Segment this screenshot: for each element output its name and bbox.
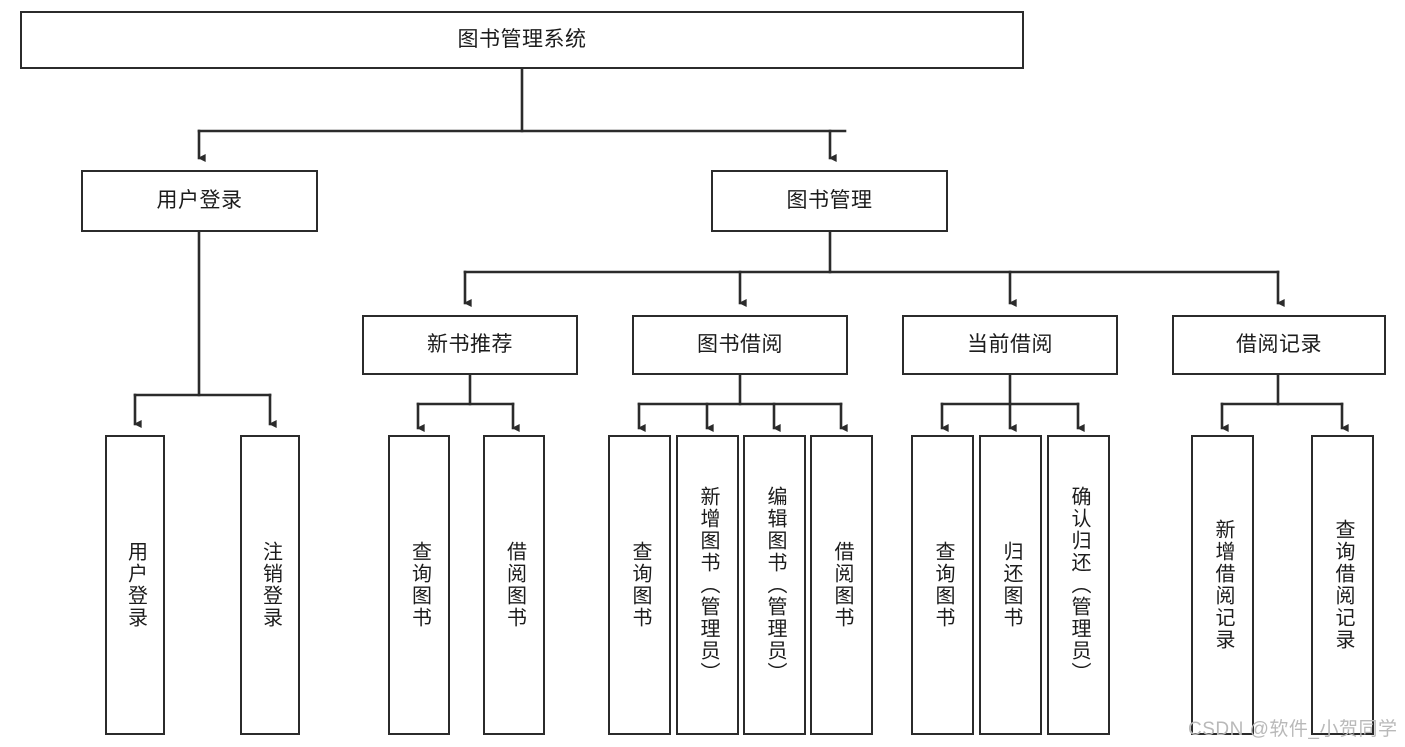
node-new-book-recommend[interactable]: 新书推荐 <box>362 315 578 375</box>
leaf-recommend-query-book[interactable]: 查询图书 <box>388 435 450 735</box>
node-label: 查询借阅记录 <box>1332 519 1354 651</box>
node-label: 查询图书 <box>932 541 954 629</box>
node-label: 借阅记录 <box>1236 332 1322 356</box>
node-label: 图书管理系统 <box>457 27 587 51</box>
node-label: 确认归还（管理员） <box>1068 486 1090 684</box>
node-label: 新增借阅记录 <box>1212 519 1234 651</box>
node-label: 借阅图书 <box>831 541 853 629</box>
node-label: 新增图书（管理员） <box>697 486 719 684</box>
leaf-borrow-edit-book-admin[interactable]: 编辑图书（管理员） <box>743 435 806 735</box>
node-root-system[interactable]: 图书管理系统 <box>20 11 1024 69</box>
node-label: 借阅图书 <box>503 541 526 629</box>
node-book-management[interactable]: 图书管理 <box>711 170 948 232</box>
leaf-borrow-query-book[interactable]: 查询图书 <box>608 435 671 735</box>
node-label: 归还图书 <box>1000 541 1022 629</box>
leaf-current-confirm-return-admin[interactable]: 确认归还（管理员） <box>1047 435 1110 735</box>
node-label: 新书推荐 <box>427 332 513 356</box>
node-user-login[interactable]: 用户登录 <box>81 170 318 232</box>
leaf-logout-login[interactable]: 注销登录 <box>240 435 300 735</box>
leaf-borrow-add-book-admin[interactable]: 新增图书（管理员） <box>676 435 739 735</box>
leaf-borrow-borrow-book[interactable]: 借阅图书 <box>810 435 873 735</box>
node-label: 查询图书 <box>629 541 651 629</box>
node-label: 图书借阅 <box>697 332 783 356</box>
leaf-recommend-borrow-book[interactable]: 借阅图书 <box>483 435 545 735</box>
leaf-user-login[interactable]: 用户登录 <box>105 435 165 735</box>
node-label: 图书管理 <box>786 188 873 212</box>
node-borrow-record[interactable]: 借阅记录 <box>1172 315 1386 375</box>
leaf-current-query-book[interactable]: 查询图书 <box>911 435 974 735</box>
csdn-watermark: CSDN @软件_小贺同学 <box>1188 719 1398 740</box>
node-current-borrow[interactable]: 当前借阅 <box>902 315 1118 375</box>
node-label: 当前借阅 <box>967 332 1053 356</box>
node-label: 用户登录 <box>156 188 243 212</box>
node-book-borrow[interactable]: 图书借阅 <box>632 315 848 375</box>
node-label: 注销登录 <box>259 541 282 629</box>
node-label: 查询图书 <box>408 541 431 629</box>
node-label: 用户登录 <box>124 541 147 629</box>
leaf-record-query-record[interactable]: 查询借阅记录 <box>1311 435 1374 735</box>
node-label: 编辑图书（管理员） <box>764 486 786 684</box>
leaf-current-return-book[interactable]: 归还图书 <box>979 435 1042 735</box>
leaf-record-add-record[interactable]: 新增借阅记录 <box>1191 435 1254 735</box>
